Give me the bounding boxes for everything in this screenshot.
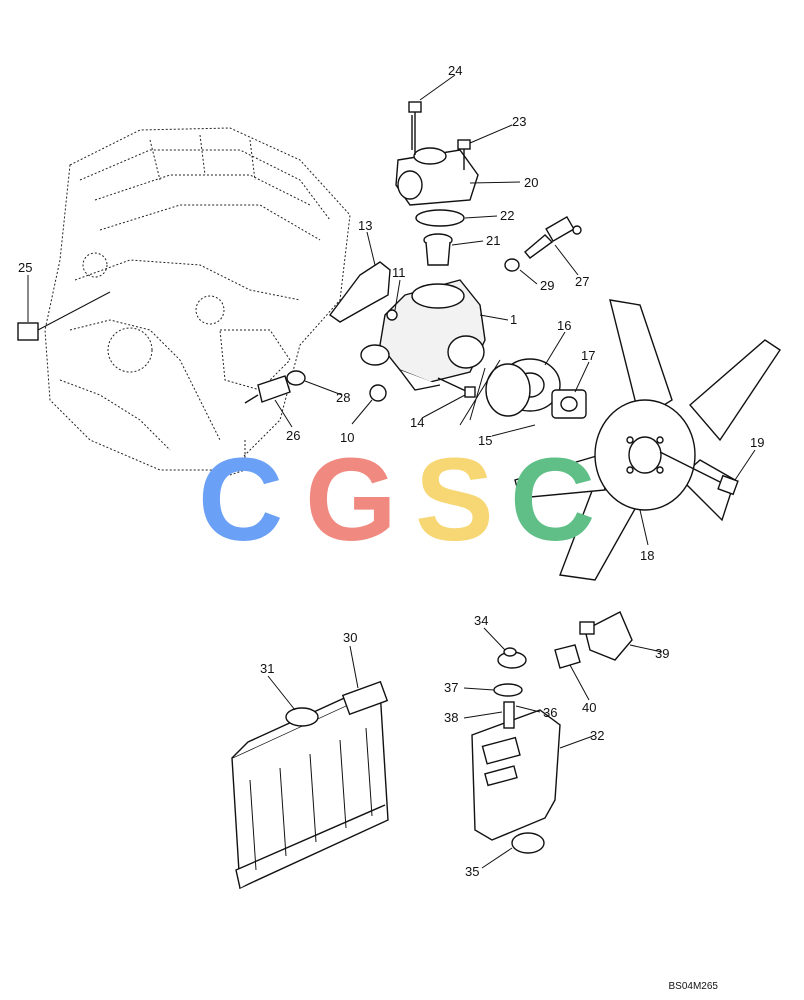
cap-34	[497, 647, 527, 669]
washer-28	[286, 370, 306, 386]
callout-22: 22	[500, 208, 514, 223]
callout-17: 17	[581, 348, 595, 363]
o-ring-22	[415, 209, 465, 227]
watermark-letter-s: S	[415, 434, 494, 566]
callout-30: 30	[343, 630, 357, 645]
callout-13: 13	[358, 218, 372, 233]
tube-36	[503, 701, 515, 729]
callout-27: 27	[575, 274, 589, 289]
callout-26: 26	[286, 428, 300, 443]
callout-19: 19	[750, 435, 764, 450]
callout-labels: 24 23 20 22 21 27 29 13 11 1 25 16 17 28…	[18, 63, 764, 879]
callout-21: 21	[486, 233, 500, 248]
bracket-13	[329, 261, 391, 323]
drain-cock-39	[579, 611, 633, 661]
o-ring-10	[369, 384, 387, 402]
pulley-16	[485, 358, 561, 417]
plug-35	[511, 832, 545, 854]
washer-29	[504, 258, 520, 272]
water-pump-1	[360, 279, 486, 391]
callout-1: 1	[510, 312, 517, 327]
callout-10: 10	[340, 430, 354, 445]
watermark-letter-c2: C	[510, 434, 595, 566]
plug-25	[17, 291, 111, 341]
callout-16: 16	[557, 318, 571, 333]
callout-31: 31	[260, 661, 274, 676]
callout-23: 23	[512, 114, 526, 129]
drawing-reference-number: BS04M265	[668, 981, 718, 992]
callout-35: 35	[465, 864, 479, 879]
sensor-27	[524, 215, 582, 259]
fan-belt-15	[459, 359, 501, 426]
callout-36: 36	[543, 705, 557, 720]
engine-block-outline	[44, 127, 351, 476]
callout-18: 18	[640, 548, 654, 563]
bolt-23	[457, 139, 471, 170]
callout-29: 29	[540, 278, 554, 293]
thermostat-cover-20	[395, 147, 479, 206]
fan-18	[514, 299, 781, 581]
callout-39: 39	[655, 646, 669, 661]
thermostat-21	[423, 233, 453, 266]
callout-15: 15	[478, 433, 492, 448]
spacer-17	[551, 389, 587, 419]
bolt-19	[659, 451, 739, 496]
callout-14: 14	[410, 415, 424, 430]
callout-37: 37	[444, 680, 458, 695]
leader-lines	[27, 74, 756, 869]
watermark-letter-c1: C	[198, 434, 283, 566]
callout-25: 25	[18, 260, 32, 275]
callout-38: 38	[444, 710, 458, 725]
knob-40	[554, 644, 581, 669]
watermark-logo: C G S C	[198, 434, 595, 566]
callout-28: 28	[336, 390, 350, 405]
callout-34: 34	[474, 613, 488, 628]
callout-20: 20	[524, 175, 538, 190]
reserve-tank-32	[471, 709, 561, 841]
gasket-37	[493, 683, 523, 697]
bolt-24	[408, 101, 422, 155]
callout-24: 24	[448, 63, 462, 78]
callout-11: 11	[392, 265, 406, 280]
radiator-30	[231, 680, 389, 890]
sensor-26	[244, 375, 291, 404]
watermark-letter-g: G	[305, 434, 397, 566]
callout-32: 32	[590, 728, 604, 743]
bolt-14	[437, 377, 476, 398]
callout-40: 40	[582, 700, 596, 715]
radiator-cap-31	[285, 707, 319, 727]
